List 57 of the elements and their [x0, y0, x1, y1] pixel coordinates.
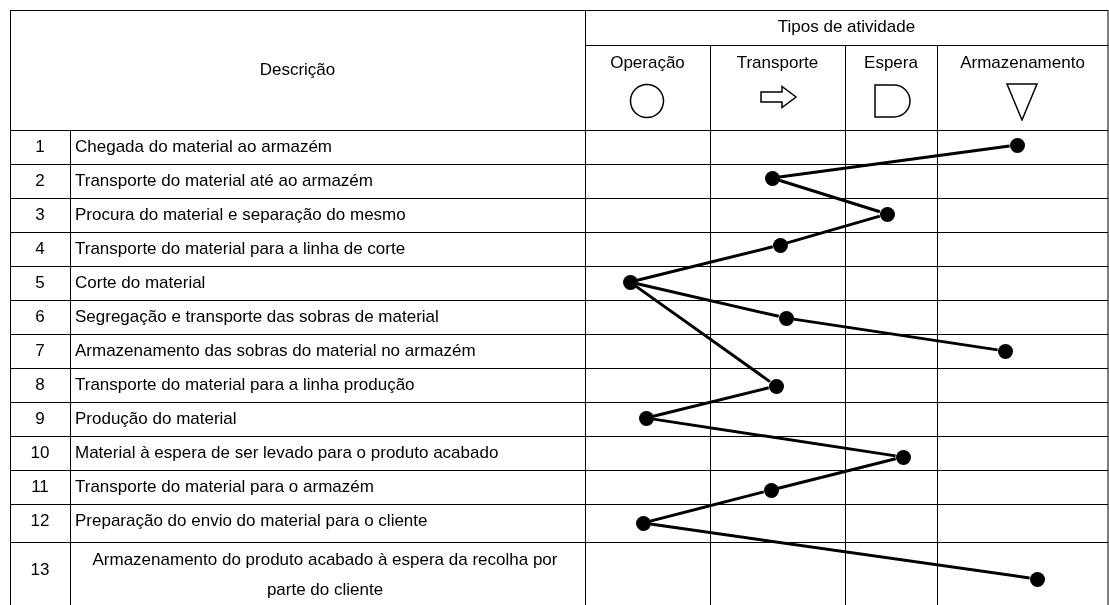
connector-line [636, 245, 774, 282]
step-description: Transporte do material para a linha de corte [75, 239, 406, 259]
column-group-header: Tipos de atividade [776, 17, 917, 37]
row-number: 5 [34, 273, 46, 293]
connector-line [778, 178, 881, 214]
connector-line [635, 285, 771, 383]
activity-dot [772, 237, 788, 253]
connector-line [777, 457, 897, 490]
step-description: Corte do material [75, 273, 206, 293]
row-number: 3 [34, 205, 46, 225]
connector-line [779, 144, 1010, 179]
connector-line [653, 417, 896, 458]
step-description: Segregação e transporte das sobras de material [75, 307, 439, 327]
step-description: Armazenamento do produto acabado à espera da recolha por parte do cliente [91, 549, 559, 601]
activity-dot [879, 206, 895, 222]
step-description: Transporte do material até ao armazém [75, 171, 373, 191]
activity-dot [895, 449, 911, 465]
row-number: 1 [34, 137, 46, 157]
activity-dot [763, 482, 779, 498]
row-number: 8 [34, 375, 46, 395]
connector-line [649, 490, 765, 523]
column-header: Operação [609, 53, 686, 73]
activity-dot [638, 410, 654, 426]
row-number: 12 [29, 511, 51, 531]
step-description: Transporte do material para o armazém [75, 477, 374, 497]
activity-dot [622, 274, 638, 290]
column-header: Descrição [258, 60, 337, 80]
connector-line [786, 214, 881, 245]
row-number: 13 [29, 560, 51, 580]
activity-dot [1009, 137, 1025, 153]
step-description: Material à espera de ser levado para o produto acabado [75, 443, 499, 463]
activity-dot [635, 515, 651, 531]
connector-line [650, 522, 1030, 580]
step-description: Produção do material [75, 409, 237, 429]
activity-dot [997, 343, 1013, 359]
row-number: 9 [34, 409, 46, 429]
connector-line [652, 386, 770, 418]
connector-line [636, 282, 780, 318]
activity-dot [1029, 571, 1045, 587]
step-description: Armazenamento das sobras do material no armazém [75, 341, 476, 361]
row-number: 10 [29, 443, 51, 463]
activity-dot [768, 378, 784, 394]
step-description: Procura do material e separação do mesmo [75, 205, 406, 225]
row-number: 11 [30, 477, 50, 497]
step-description: Transporte do material para a linha produção [75, 375, 415, 395]
activity-dot [764, 170, 780, 186]
row-number: 6 [34, 307, 46, 327]
step-description: Chegada do material ao armazém [75, 137, 333, 157]
column-header: Transporte [735, 53, 820, 73]
column-header: Armazenamento [959, 53, 1086, 73]
activity-dot [778, 310, 794, 326]
connector-line [793, 317, 998, 352]
row-number: 4 [34, 239, 46, 259]
column-header: Espera [863, 53, 919, 73]
row-number: 7 [34, 341, 46, 361]
step-description: Preparação do envio do material para o cliente [75, 511, 428, 531]
row-number: 2 [34, 171, 46, 191]
